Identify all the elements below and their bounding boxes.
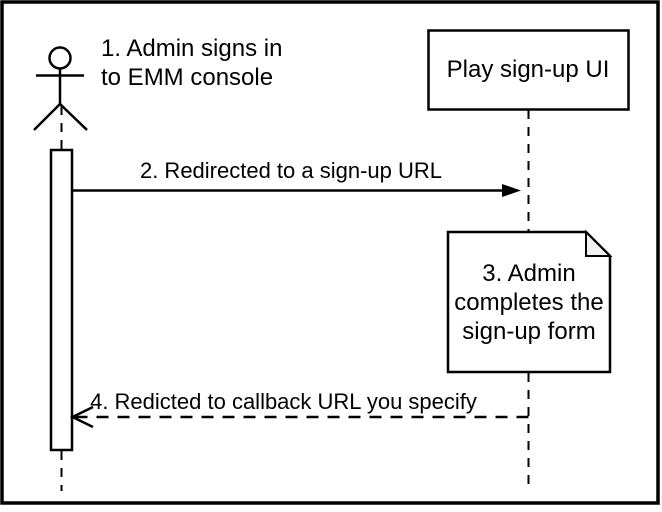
message-arrow-callback bbox=[69, 405, 529, 429]
actor-head bbox=[48, 46, 72, 70]
note-label-line2: completes the bbox=[454, 288, 604, 316]
message-label-redirect-text: 2. Redirected to a sign-up URL bbox=[139, 158, 443, 183]
message-label-redirect: 2. Redirected to a sign-up URL bbox=[71, 158, 511, 184]
message-label-callback-text: 4. Redicted to callback URL you specify bbox=[90, 389, 477, 414]
note-label-line1: 3. Admin bbox=[482, 259, 576, 287]
note-label-line3: sign-up form bbox=[462, 317, 596, 345]
participant-box bbox=[427, 29, 630, 111]
message-label-callback: 4. Redicted to callback URL you specify bbox=[72, 389, 495, 415]
actor-label-line1: 1. Admin signs in bbox=[101, 35, 283, 62]
actor-label-line2: to EMM console bbox=[101, 64, 274, 91]
actor-left-leg bbox=[33, 103, 61, 131]
actor-right-leg bbox=[59, 103, 88, 131]
note-outline bbox=[446, 230, 612, 374]
message-arrow-redirect bbox=[72, 184, 521, 197]
actor-icon bbox=[33, 46, 88, 131]
note-fold-icon bbox=[585, 229, 613, 257]
actor-label: 1. Admin signs in to EMM console bbox=[101, 34, 282, 92]
participant-label: Play sign-up UI bbox=[428, 30, 628, 109]
open-arrowhead-icon bbox=[69, 405, 94, 429]
note-label: 3. Admin completes the sign-up form bbox=[448, 232, 610, 372]
participant-label-text: Play sign-up UI bbox=[446, 56, 610, 83]
note-shape bbox=[446, 229, 613, 374]
activation-bar bbox=[49, 148, 74, 452]
filled-arrowhead-icon bbox=[502, 184, 521, 197]
